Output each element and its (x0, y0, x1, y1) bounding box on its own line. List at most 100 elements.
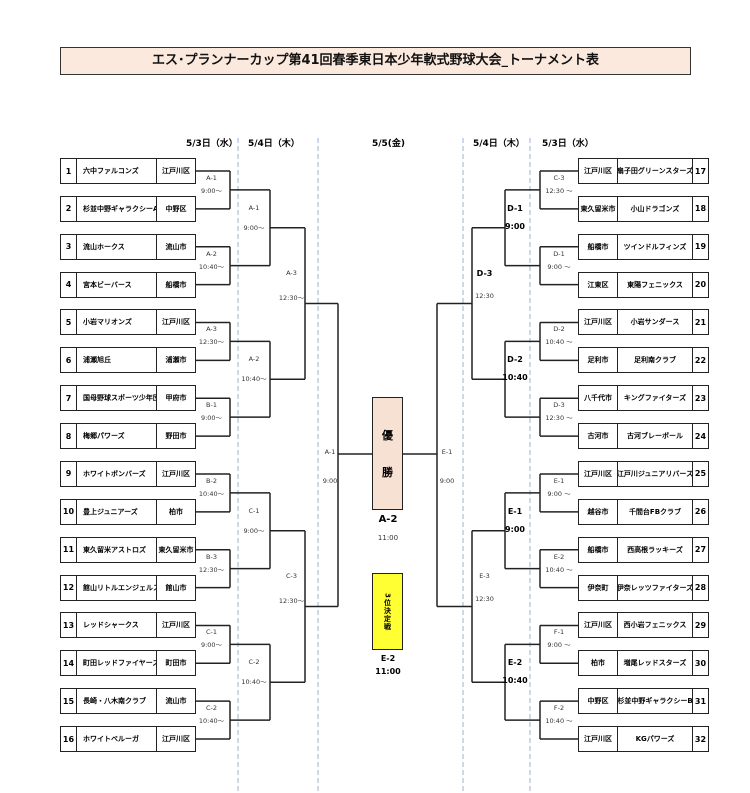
team-name: 扇子田グリーンスターズ (618, 159, 693, 183)
team-city: 越谷市 (579, 499, 618, 524)
team-city: 江戸川区 (579, 310, 618, 335)
left-r1-match-time: 12:30〜 (198, 565, 225, 574)
team-num: 9 (61, 461, 77, 486)
team-city: 柏市 (169, 507, 183, 516)
team-city: 流山市 (165, 242, 187, 251)
final-time: 11:00 (377, 534, 399, 542)
team-city: 東久留米市 (579, 196, 618, 221)
right-r1-match-id: E-1 (553, 476, 565, 485)
right-r1-match-time: 9:00 〜 (547, 641, 571, 650)
team-name: 浦瀬旭丘 (77, 348, 157, 373)
team-city: 船橋市 (579, 234, 618, 259)
team-city: 野田市 (165, 432, 187, 441)
team-name: 杉並中野ギャラクシーA (77, 196, 157, 221)
right-r1-match-time: 9:00 〜 (547, 262, 571, 271)
team-city: 中野区 (579, 689, 618, 714)
left-r2-match-time: 10:40〜 (241, 678, 267, 687)
team-city: 柏市 (579, 651, 618, 676)
team-city: 古河市 (579, 424, 618, 449)
team-name: 江戸川ジュニアリバース (618, 461, 693, 486)
right-r1-match-id: F-2 (553, 704, 565, 713)
team-num: 13 (61, 613, 77, 638)
team-num: 22 (694, 355, 707, 365)
left-r2-match-time: 10:40〜 (241, 375, 267, 384)
team-num: 4 (61, 272, 77, 297)
team-num: 3 (61, 234, 77, 259)
team-name: 東久留米アストロズ (77, 537, 157, 562)
team-num: 30 (694, 658, 707, 668)
team-num: 32 (694, 734, 707, 744)
team-city: 江戸川区 (162, 735, 190, 744)
left-r2-match-time: 9:00〜 (243, 526, 265, 535)
team-city: 町田市 (165, 659, 187, 668)
right-r2-match-id: E-2 (507, 658, 523, 668)
left-r1-match-time: 12:30〜 (198, 338, 225, 347)
left-r1-match-id: A-2 (206, 249, 217, 258)
team-num: 28 (694, 583, 707, 593)
team-city: 伊奈町 (579, 575, 618, 600)
right-r2-match-time: 9:00 (505, 524, 525, 534)
team-city: 江戸川区 (579, 727, 618, 752)
right-r1-match-id: D-1 (553, 249, 565, 258)
team-name: 足利南クラブ (618, 348, 693, 373)
final-match: A-2 (378, 514, 398, 525)
right-r2-match-id: D-2 (507, 355, 523, 365)
team-city: 東久留米市 (158, 545, 194, 554)
left-r1-match-id: A-1 (206, 173, 217, 182)
left-r2-match-id: C-1 (248, 506, 260, 515)
team-name: 館山リトルエンジェルス (77, 575, 157, 600)
team-name: レッドシャークス (77, 613, 157, 638)
champion-box: 優 勝 (372, 397, 403, 510)
left-r1-match-id: C-1 (205, 628, 218, 637)
right-r1-match-id: D-2 (553, 325, 565, 334)
date-left-r2: 5/4日（木） (248, 139, 300, 149)
team-num: 24 (694, 431, 707, 441)
left-r1-match-id: B-1 (206, 401, 217, 410)
right-r1-match-id: F-1 (553, 628, 565, 637)
left-r3-match-time: 12:30〜 (278, 293, 305, 302)
team-name: 宮本ビーバース (77, 272, 157, 297)
right-r2-match-id: D-1 (507, 203, 523, 213)
team-name: 東陽フェニックス (618, 272, 693, 297)
team-num: 7 (61, 386, 77, 411)
third-match: E-2 (380, 654, 396, 663)
team-name: 長崎・八木南クラブ (77, 689, 157, 714)
team-name: ホワイトベルーガ (77, 727, 157, 752)
right-r2-match-time: 10:40 (502, 676, 528, 686)
right-r1-match-time: 12:30 〜 (545, 414, 573, 423)
team-num: 25 (694, 469, 707, 479)
team-city: 八千代市 (579, 386, 618, 411)
date-right-r2: 5/4日（木） (473, 139, 525, 149)
left-r1-match-id: C-2 (205, 704, 218, 713)
team-city: 館山市 (165, 583, 187, 592)
team-num: 18 (694, 204, 707, 214)
team-name: 梅郷パワーズ (77, 424, 157, 449)
team-city: 江戸川区 (579, 613, 618, 638)
right-r1-match-time: 12:30 〜 (545, 186, 573, 195)
left-semi-match-id: A-1 (324, 448, 336, 457)
team-city: 船橋市 (579, 537, 618, 562)
right-r1-match-time: 10:40 〜 (545, 565, 573, 574)
team-name: 国母野球スポーツ少年団 (77, 386, 157, 411)
team-num: 27 (694, 545, 707, 555)
left-r2-match-time: 9:00〜 (243, 223, 265, 232)
right-r3-match-id: E-3 (479, 571, 490, 580)
right-r1-match-id: C-3 (553, 173, 565, 182)
team-city: 甲府市 (165, 394, 187, 403)
left-r1-match-time: 10:40〜 (198, 717, 225, 726)
team-name: 小岩マリオンズ (77, 310, 157, 335)
champion-label-1: 優 (382, 428, 393, 442)
